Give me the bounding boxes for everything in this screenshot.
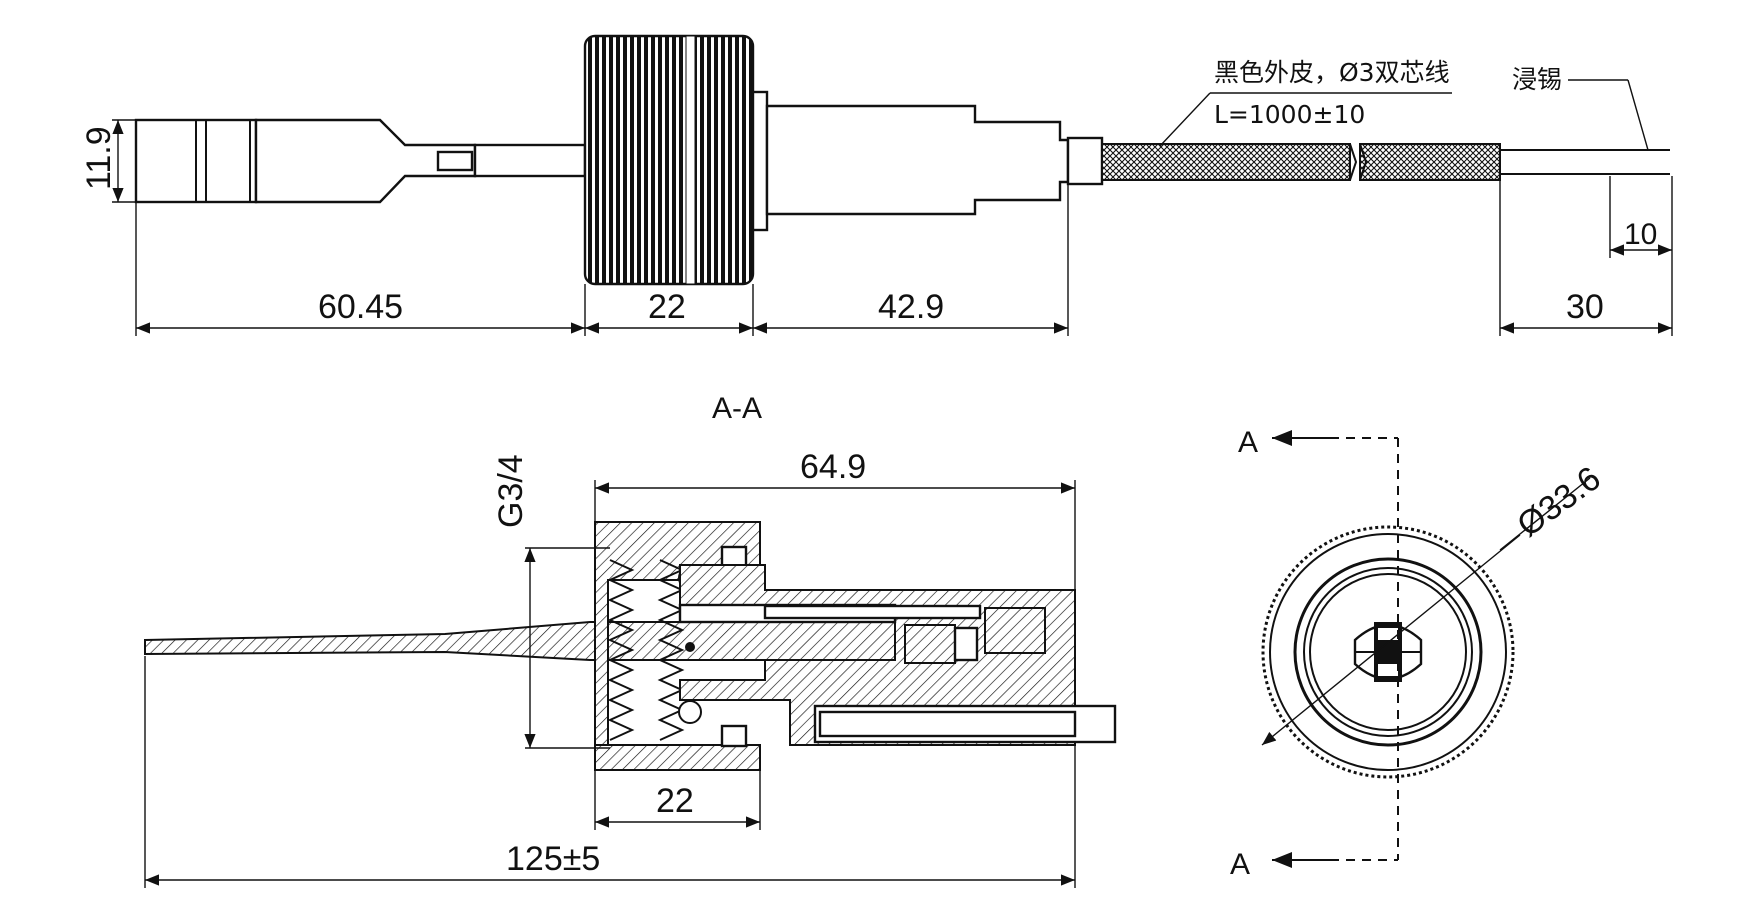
top-view: 黑色外皮，Ø3双芯线 L=1000±10 浸锡 11.9 60.45 22 42…	[80, 34, 1673, 336]
probe-rod	[473, 143, 587, 178]
braided-cable-right	[1359, 143, 1501, 181]
sensor-body	[765, 104, 1070, 216]
dim-diameter: Ø33.6	[1510, 459, 1607, 544]
center-key	[1353, 622, 1423, 682]
end-view: Ø33.6 A A	[1230, 426, 1608, 881]
dim-wire: 30	[1566, 288, 1604, 326]
dim-left: 60.45	[318, 288, 403, 326]
probe-rod-section	[144, 621, 896, 661]
nut-section-bottom	[594, 744, 761, 771]
body-cavity	[763, 604, 982, 620]
middle-ring	[1293, 557, 1483, 747]
section-marker-bottom: A	[1230, 848, 1250, 881]
dim-height: 11.9	[80, 126, 118, 190]
inner-ring	[1303, 567, 1473, 737]
cable-label: 黑色外皮，Ø3双芯线	[1214, 58, 1450, 87]
cable-length: L=1000±10	[1214, 100, 1365, 129]
dim-knob: 22	[648, 288, 686, 326]
inner-gap	[953, 626, 979, 662]
o-ring-bottom	[678, 700, 702, 724]
braided-cable-left	[1101, 143, 1351, 181]
tin-label: 浸锡	[1512, 65, 1562, 94]
dim-thread: G3/4	[492, 454, 530, 528]
dim-length: 64.9	[800, 448, 866, 486]
section-view: A-A G3/4 64.9	[144, 392, 1117, 888]
inner-ring-2	[1309, 573, 1467, 731]
dim-nut: 22	[656, 782, 694, 820]
nut-hole-bottom	[720, 724, 748, 748]
dim-body: 42.9	[878, 288, 944, 326]
dim-tin: 10	[1624, 218, 1657, 251]
section-marker-top: A	[1238, 426, 1258, 459]
rear-cap	[984, 607, 1046, 654]
section-title: A-A	[712, 392, 762, 425]
cable-boot	[1066, 136, 1104, 186]
knob-flange	[751, 90, 769, 232]
knob-groove	[685, 35, 696, 285]
knurled-knob	[583, 34, 755, 286]
outer-ring	[1269, 533, 1507, 771]
probe-slot	[436, 150, 474, 172]
inner-block	[904, 624, 956, 664]
cable-channel-inner	[818, 710, 1077, 738]
dim-total: 125±5	[506, 840, 600, 878]
